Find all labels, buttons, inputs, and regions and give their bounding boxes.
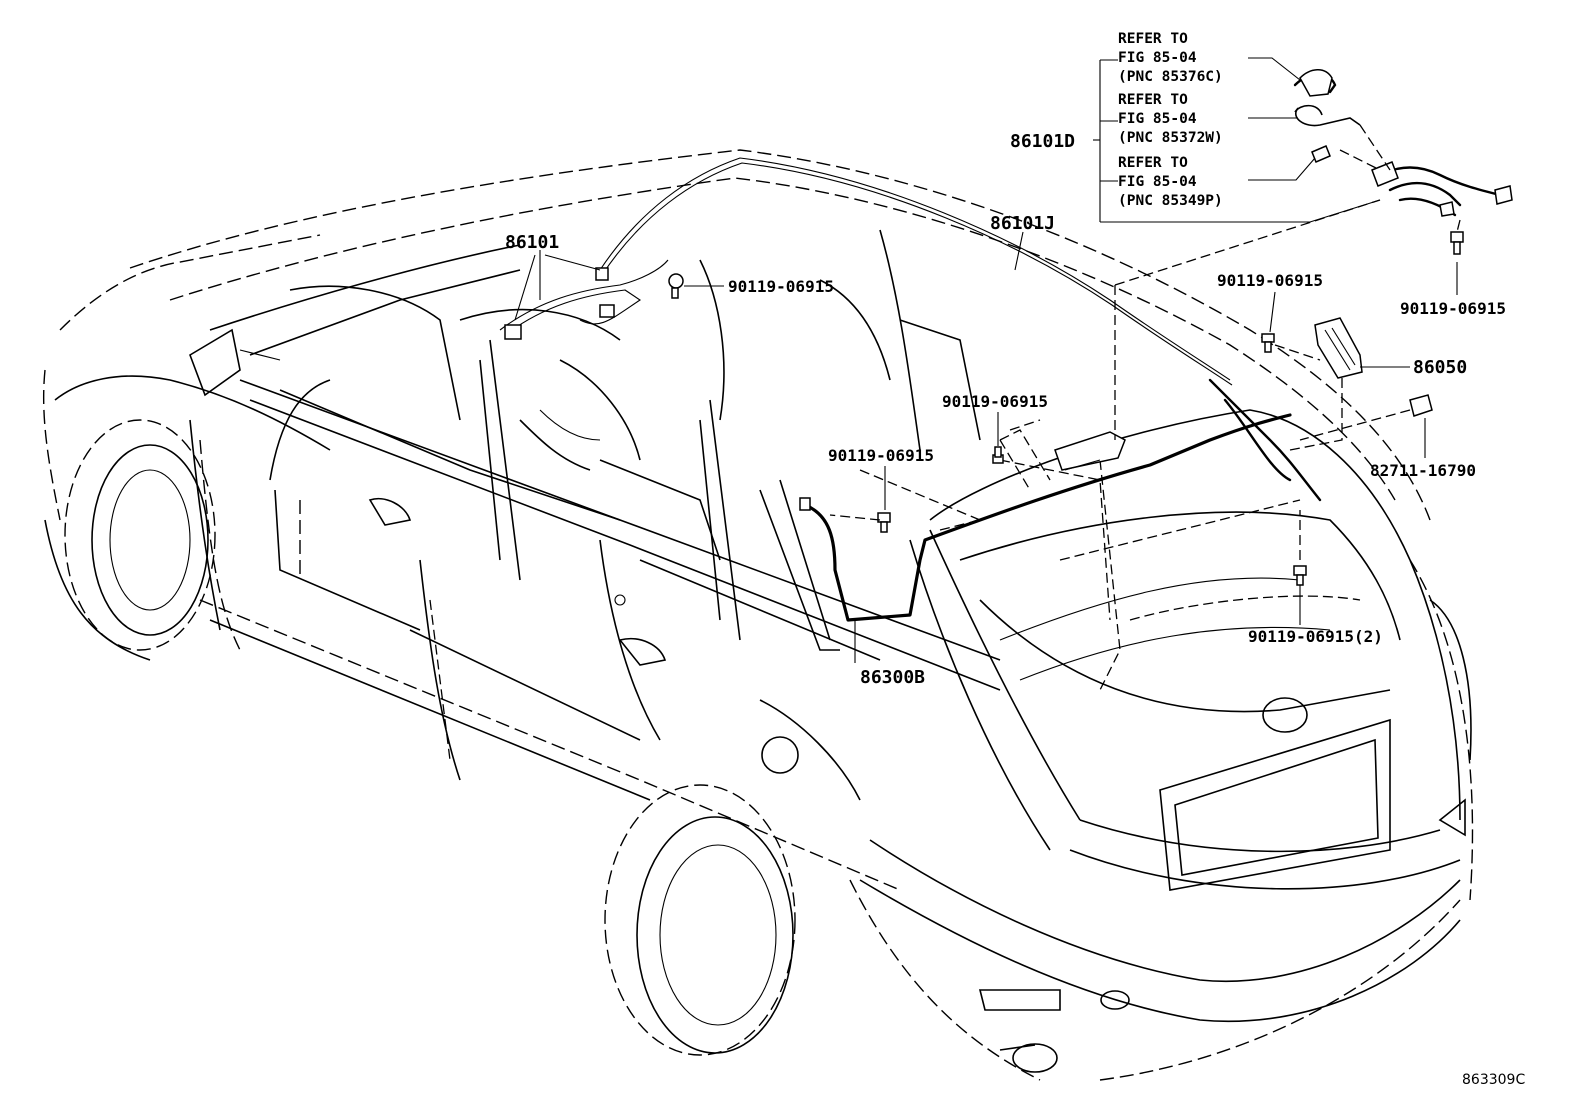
label-bolt-86050: 90119-06915 — [1217, 271, 1323, 290]
vehicle-outline — [43, 149, 1474, 1081]
ref-3-line1: REFER TO — [1118, 155, 1188, 171]
part-number-labels: 86101D 86101 86101J 86050 86300B 90119-0… — [505, 131, 1525, 1088]
ref-1-line2: FIG 85-04 — [1118, 50, 1197, 66]
label-bolt-front: 90119-06915 — [728, 277, 834, 296]
wire-harnesses — [499, 157, 1322, 622]
reference-notes: REFER TO FIG 85-04 (PNC 85376C) REFER TO… — [1118, 31, 1223, 209]
bolt-rear-icon — [1293, 565, 1307, 586]
label-bolt-upper-right: 90119-06915 — [1400, 299, 1506, 318]
label-86050: 86050 — [1413, 357, 1467, 378]
front-cord-86101 — [499, 259, 669, 331]
bolt-front-icon — [668, 273, 684, 299]
harness-assembly — [1378, 166, 1502, 197]
label-86101j: 86101J — [990, 213, 1055, 234]
ref-2-line3: (PNC 85372W) — [1118, 130, 1223, 146]
leader-lines — [514, 57, 1461, 663]
ref-1-line3: (PNC 85376C) — [1118, 69, 1223, 85]
ref-3-line3: (PNC 85349P) — [1118, 193, 1223, 209]
unit-86050 — [1314, 317, 1363, 379]
ref-2-line1: REFER TO — [1118, 92, 1188, 108]
cord-86300b — [803, 413, 1292, 622]
label-86101: 86101 — [505, 232, 559, 253]
connector-85349p — [1311, 145, 1331, 163]
ref-3-line2: FIG 85-04 — [1118, 174, 1197, 190]
bolt-86300b-icon — [877, 512, 891, 533]
control-module — [1054, 431, 1126, 471]
bolt-upper-right-icon — [1450, 231, 1464, 255]
figure-code: 863309C — [1462, 1072, 1525, 1088]
label-86101d: 86101D — [1010, 131, 1075, 152]
label-82711: 82711-16790 — [1370, 461, 1476, 480]
clamp-85372w — [1295, 107, 1361, 127]
components-upper — [1261, 69, 1513, 417]
bolt-center-icon — [992, 446, 1004, 464]
ref-2-line2: FIG 85-04 — [1118, 111, 1197, 127]
ref-1-line1: REFER TO — [1118, 31, 1188, 47]
bolt-86050-icon — [1261, 333, 1275, 353]
label-bolt-rear: 90119-06915(2) — [1248, 627, 1383, 646]
label-86300b: 86300B — [860, 667, 925, 688]
label-bolt-86300b: 90119-06915 — [828, 446, 934, 465]
label-bolt-center: 90119-06915 — [942, 392, 1048, 411]
connector-82711 — [1409, 394, 1433, 417]
roof-cord-86101j — [599, 157, 1231, 381]
